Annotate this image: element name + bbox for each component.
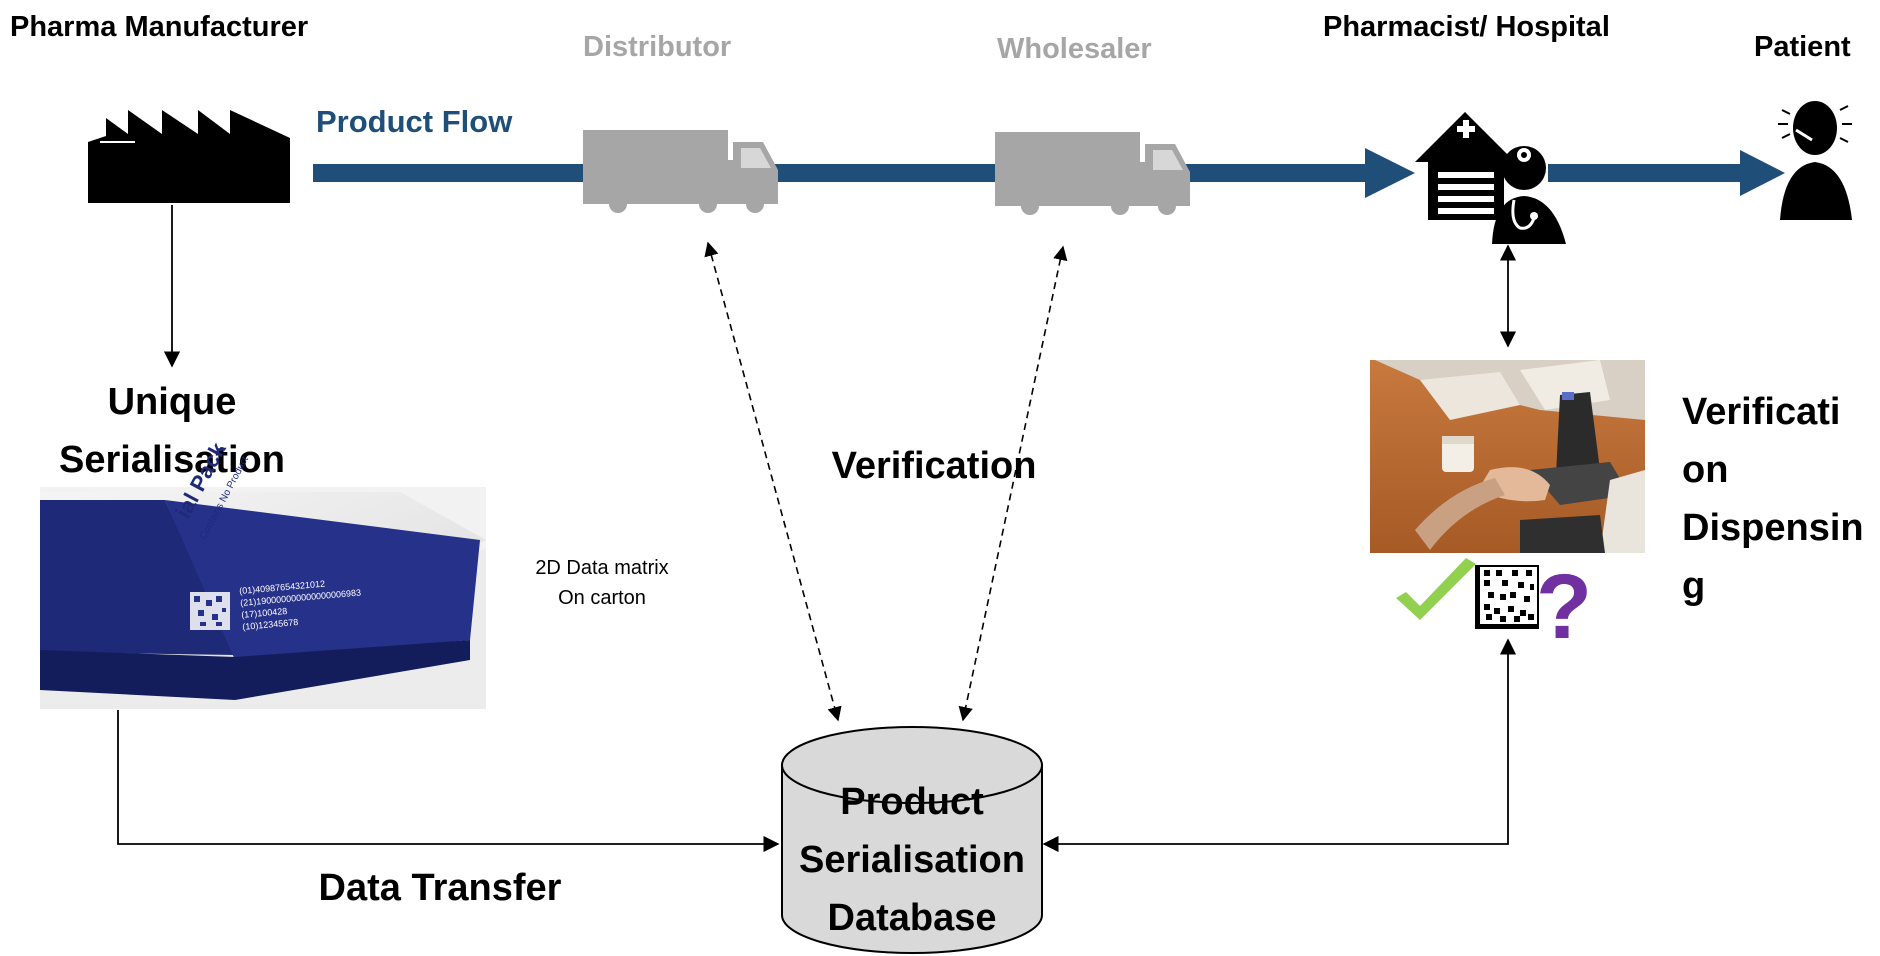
database-line1: Product	[840, 781, 984, 823]
carton-photo: ial Pack Contains No Product (01)4098765…	[40, 438, 486, 709]
wholesaler-label: Wholesaler	[997, 33, 1152, 65]
data-transfer-line	[117, 710, 780, 853]
factory-icon	[88, 110, 290, 203]
distributor-label: Distributor	[583, 31, 731, 63]
database-cylinder	[781, 726, 1043, 954]
scanner-photo	[1370, 360, 1645, 553]
truck-icon	[995, 132, 1190, 215]
verification-dispensing-line3: Dispensin	[1682, 507, 1864, 549]
verification-dispensing-line2: on	[1682, 449, 1728, 491]
database-line2: Serialisation	[799, 839, 1025, 881]
verification-label: Verification	[832, 445, 1037, 487]
pharmacist-label: Pharmacist/ Hospital	[1323, 11, 1610, 43]
check-icon	[1396, 558, 1476, 620]
verification-arrow-wholesaler	[958, 245, 1068, 722]
datamatrix-icon	[1475, 565, 1539, 629]
truck-icon	[583, 130, 778, 213]
carton-code-line: (10)12345678	[242, 617, 299, 632]
flow-segment-to-patient	[1548, 164, 1748, 182]
verification-dispensing-line1: Verificati	[1682, 391, 1840, 433]
data-transfer-label: Data Transfer	[319, 867, 562, 909]
doctor-icon	[1492, 146, 1566, 244]
verification-arrow-distributor	[704, 241, 842, 722]
question-icon: ?	[1536, 556, 1592, 658]
flow-arrowhead-to-pharmacist	[1365, 148, 1415, 198]
unique-serialisation-line1: Unique	[108, 381, 237, 423]
database-line3: Database	[828, 897, 997, 939]
product-flow-line	[313, 164, 1383, 182]
dispensing-to-database-line	[1042, 638, 1517, 853]
carton-caption-line2: On carton	[558, 587, 646, 609]
flow-arrowhead-to-patient	[1740, 150, 1785, 196]
unique-serialisation-line2: Serialisation	[59, 439, 285, 481]
hospital-icon	[1415, 112, 1515, 220]
carton-caption-line1: 2D Data matrix	[535, 557, 668, 579]
product-flow-label: Product Flow	[316, 104, 513, 139]
carton-code-line: (17)100428	[241, 606, 288, 620]
patient-icon	[1778, 101, 1852, 220]
patient-label: Patient	[1754, 31, 1851, 63]
manufacturer-label: Pharma Manufacturer	[10, 11, 308, 43]
carton-datamatrix	[190, 592, 230, 630]
verification-dispensing-line4: g	[1682, 565, 1705, 607]
